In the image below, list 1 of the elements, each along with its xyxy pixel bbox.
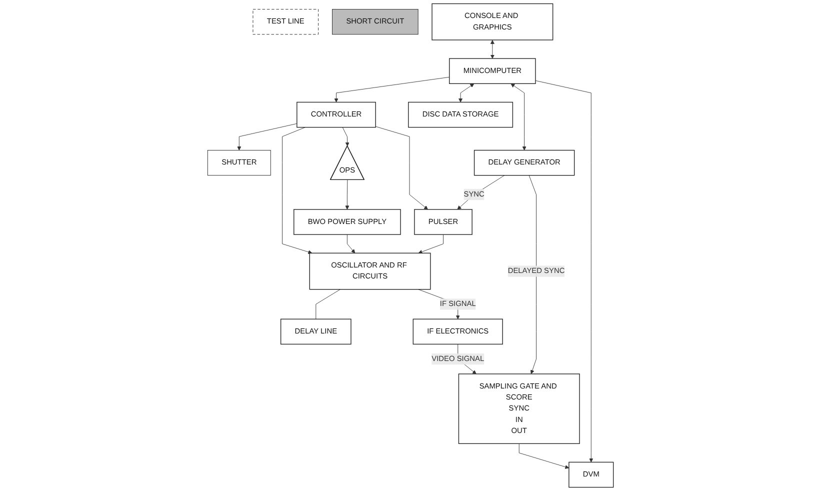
connector — [316, 289, 341, 320]
